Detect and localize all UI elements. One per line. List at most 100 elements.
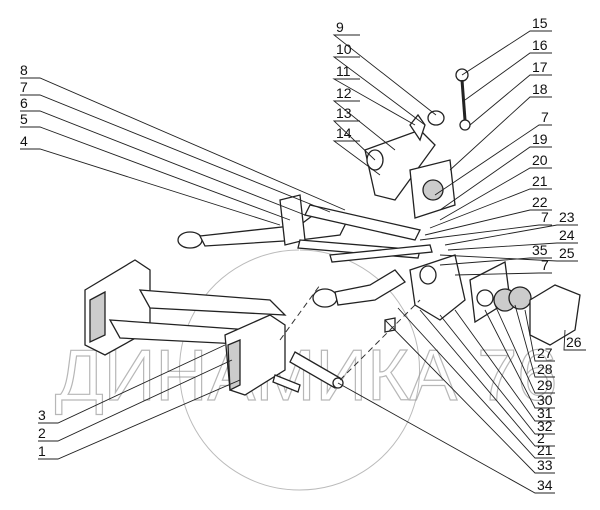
pedal-pad-upper [177,231,203,249]
part-callout: 34 [337,382,555,494]
part-number-label: 21 [537,442,553,458]
pedal-pad-lower [312,288,338,308]
leader-line [449,96,552,171]
part-number-label: 12 [336,85,352,101]
leader-line [424,209,552,236]
leader-line [447,242,578,251]
part-callout: 29 [494,304,555,394]
base-bar-upper [138,289,287,316]
leader-line [384,319,555,474]
part-callout: 10 [332,41,426,126]
part-number-label: 25 [559,245,575,261]
part-number-label: 2 [38,425,46,441]
gear-2 [508,286,532,310]
part-number-label: 28 [537,361,553,377]
watermark-text: ДИНАМИКА 76 [55,336,557,416]
leader-line [332,78,416,126]
leader-line [337,382,555,494]
shaft-upper [304,204,421,241]
part-number-label: 8 [20,62,28,78]
knob-bottom [459,119,471,131]
part-callout: 13 [332,105,376,161]
parts-drawing: ДИНАМИКА 76 [54,68,581,491]
part-callout: 32 [439,314,555,435]
part-callout: 4 [20,133,281,226]
part-callout: 20 [439,152,552,221]
part-number-label: 24 [559,227,575,243]
part-number-label: 22 [532,194,548,210]
leader-line [429,188,552,229]
part-number-label: 33 [537,457,553,473]
leader-line [464,52,552,101]
part-number-label: 27 [537,345,553,361]
leader-line [20,94,331,213]
part-number-label: 14 [336,125,352,141]
part-callout: 2 [419,309,555,447]
part-callout: 7 [419,209,552,241]
part-callout: 5 [20,111,291,221]
part-number-label: 35 [532,242,548,258]
leader-line [332,56,426,126]
part-number-label: 26 [566,334,582,350]
seal [476,289,494,307]
leader-line [332,100,396,151]
leader-line [469,74,552,126]
leader-line [439,257,552,266]
part-number-label: 7 [541,209,549,225]
part-number-label: 10 [336,41,352,57]
part-callout: 2 [38,359,233,442]
leader-line [38,344,226,424]
part-number-label: 7 [20,79,28,95]
part-callout: 8 [20,62,346,211]
part-number-label: 21 [532,173,548,189]
part-callout: 12 [332,85,396,151]
part-callout: 25 [439,245,578,262]
leader-line [397,307,555,459]
leader-line [38,359,233,442]
leader-line [454,309,555,422]
rod [329,244,433,263]
part-callout: 21 [397,307,555,459]
leader-line [20,110,306,216]
leader-line [20,148,281,226]
part-number-label: 4 [20,133,28,149]
part-callout: 11 [332,63,416,126]
axis-line [279,284,321,341]
part-number-label: 13 [336,105,352,121]
bracket-pad [89,290,106,344]
part-number-label: 17 [532,59,548,75]
leader-line [439,314,555,435]
part-number-label: 19 [532,131,548,147]
part-number-label: 31 [537,405,553,421]
part-number-label: 34 [537,477,553,493]
part-callout: 7 [454,257,552,276]
part-callout: 7 [20,79,331,213]
spring-cylinder [289,351,341,389]
part-number-label: 16 [532,37,548,53]
part-callout: 16 [464,37,552,101]
part-number-label: 7 [541,109,549,125]
lever-bracket [279,194,306,246]
part-callout: 35 [439,242,552,266]
axis-line [339,299,421,381]
part-number-label: 29 [537,377,553,393]
washer [427,110,445,126]
part-callout: 27 [524,309,555,362]
leader-line [444,224,578,246]
base-plate-side [227,339,241,392]
leader-line [434,124,552,196]
part-number-label: 18 [532,81,548,97]
leader-line [524,309,555,362]
leader-line [514,304,555,378]
part-callout: 14 [332,125,381,176]
part-number-label: 9 [336,19,344,35]
leader-line [419,224,552,241]
leader-line [454,272,552,276]
adjust-screw [460,79,467,121]
part-callout: 9 [332,19,437,116]
leader-line [494,304,555,394]
part-callout: 24 [447,227,578,251]
